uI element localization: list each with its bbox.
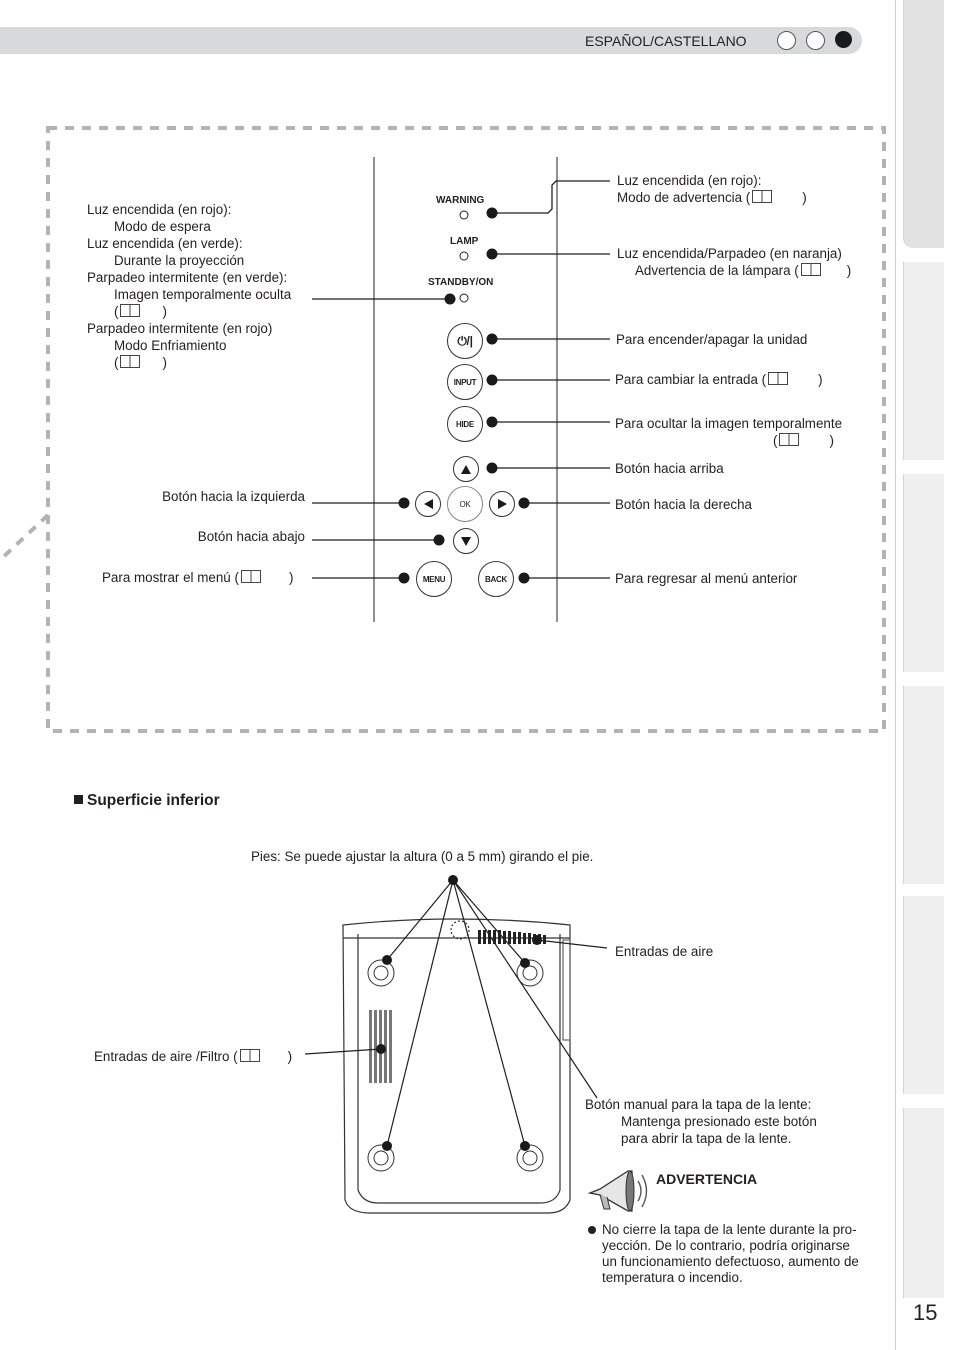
lamp-indicator-label: LAMP (450, 236, 479, 247)
hide-description: Para ocultar la imagen temporalmente () (615, 416, 843, 448)
book-icon (768, 372, 789, 385)
warning-title: ADVERTENCIA (656, 1171, 758, 1187)
book-icon (240, 570, 261, 583)
power-description: Para encender/apagar la unidad (616, 332, 808, 347)
arrow-right-icon (497, 499, 507, 509)
menu-button[interactable]: MENU (416, 561, 452, 597)
hide-button[interactable]: HIDE (447, 406, 483, 442)
book-icon (779, 433, 800, 446)
menu-description: Para mostrar el menú () (102, 570, 294, 585)
warning-text: No cierre la tapa de la lente durante la… (602, 1222, 859, 1285)
up-button[interactable] (453, 456, 479, 482)
book-icon (120, 355, 141, 368)
up-description: Botón hacia arriba (615, 461, 724, 476)
input-button[interactable]: INPUT (447, 364, 483, 400)
book-icon (239, 1049, 260, 1062)
feet-description: Pies: Se puede ajustar la altura (0 a 5 … (251, 849, 594, 864)
warning-indicator-label: WARNING (436, 195, 485, 206)
side-tab-2[interactable] (903, 262, 944, 460)
language-dot-2 (806, 31, 825, 50)
right-button[interactable] (489, 491, 515, 517)
side-tab-5[interactable] (903, 896, 944, 1094)
right-description: Botón hacia la derecha (615, 497, 752, 512)
section-heading: Superficie inferior (74, 792, 220, 810)
side-tab-6[interactable] (903, 1108, 944, 1298)
standby-indicator-label: STANDBY/ON (428, 277, 494, 288)
arrow-up-icon (461, 464, 471, 474)
page-number: 15 (913, 1300, 938, 1325)
down-button[interactable] (453, 528, 479, 554)
back-button[interactable]: BACK (478, 561, 514, 597)
book-icon (800, 263, 821, 276)
language-dot-1 (777, 31, 796, 50)
page-edge (895, 0, 896, 1350)
language-label: ESPAÑOL/CASTELLANO (585, 33, 747, 49)
book-icon (120, 304, 141, 317)
warning-bullet-icon (588, 1226, 596, 1234)
left-description: Botón hacia la izquierda (162, 489, 305, 504)
input-description: Para cambiar la entrada () (615, 372, 823, 387)
lens-button-description: Botón manual para la tapa de la lente: M… (585, 1097, 817, 1146)
standby-description: Luz encendida (en rojo): Modo de espera … (87, 202, 292, 370)
warning-description: Luz encendida (en rojo): Modo de adverte… (617, 173, 807, 205)
lamp-description: Luz encendida/Parpadeo (en naranja) Adve… (617, 246, 852, 278)
ok-button[interactable]: OK (447, 486, 483, 522)
down-description: Botón hacia abajo (197, 529, 305, 544)
side-tab-3[interactable] (903, 474, 944, 672)
square-bullet-icon (74, 795, 83, 804)
power-button[interactable]: ⏻/| (447, 323, 483, 359)
header-bar (0, 27, 862, 54)
side-tab-1[interactable] (903, 0, 944, 248)
back-description: Para regresar al menú anterior (615, 571, 798, 586)
left-button[interactable] (415, 491, 441, 517)
air-filter-label: Entradas de aire /Filtro () (94, 1049, 293, 1064)
language-dot-3 (835, 31, 852, 48)
arrow-left-icon (423, 499, 433, 509)
megaphone-icon (587, 1170, 648, 1212)
book-icon (752, 190, 773, 203)
side-tab-4[interactable] (903, 686, 944, 884)
arrow-down-icon (461, 536, 471, 546)
air-inlets-label: Entradas de aire (615, 944, 714, 959)
